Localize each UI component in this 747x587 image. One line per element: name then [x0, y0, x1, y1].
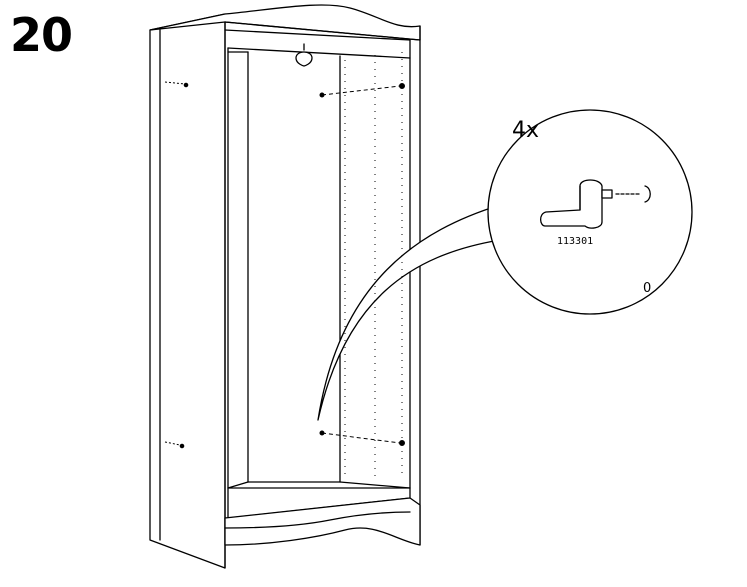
lower-pin-guides — [320, 431, 405, 446]
hole-marker-label: 0 — [643, 281, 651, 296]
wardrobe-left-side-panel — [150, 14, 225, 568]
rail-bracket — [296, 44, 312, 66]
part-number-label: 113301 — [557, 236, 593, 247]
quantity-label: 4x — [512, 118, 539, 143]
upper-pin-guides — [320, 84, 405, 98]
